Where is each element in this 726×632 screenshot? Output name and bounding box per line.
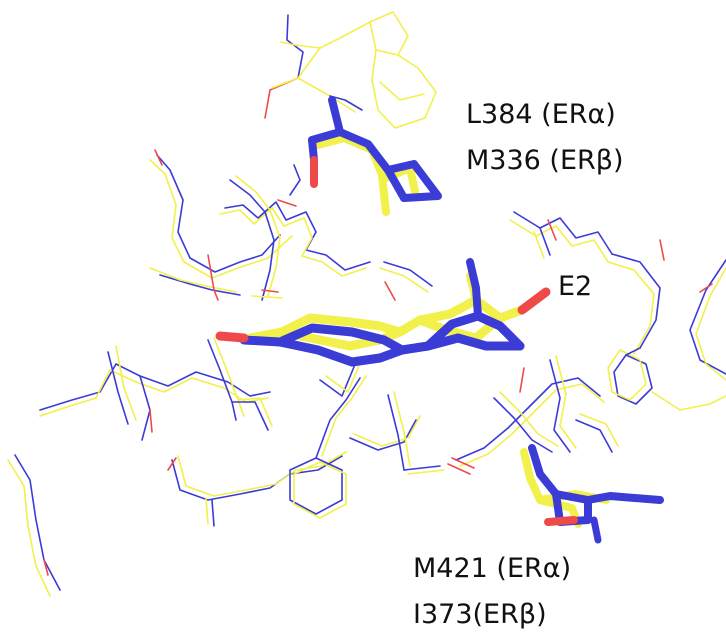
pocket-residue-lines [7, 11, 726, 597]
residue-m421-i373-sticks [520, 444, 664, 544]
residue-lower-left-chain [7, 337, 273, 597]
highlighted-sticks [215, 96, 664, 544]
label-m336-er-beta: M336 (ERβ) [466, 145, 624, 176]
label-l384-er-alpha: L384 (ERα) [466, 99, 616, 130]
residue-lower-right-cluster [447, 355, 619, 475]
residue-left-cluster [149, 149, 433, 301]
label-m421-er-alpha: M421 (ERα) [413, 553, 572, 584]
residue-bottom-center [167, 357, 445, 527]
residue-l384-m336-sticks [308, 96, 442, 216]
label-i373-er-beta: I373(ERβ) [413, 599, 547, 630]
label-e2-ligand: E2 [558, 271, 593, 302]
residue-right-side [509, 211, 726, 411]
residue-top-sidechain [264, 11, 437, 129]
ligand-e2-sticks [215, 258, 551, 367]
